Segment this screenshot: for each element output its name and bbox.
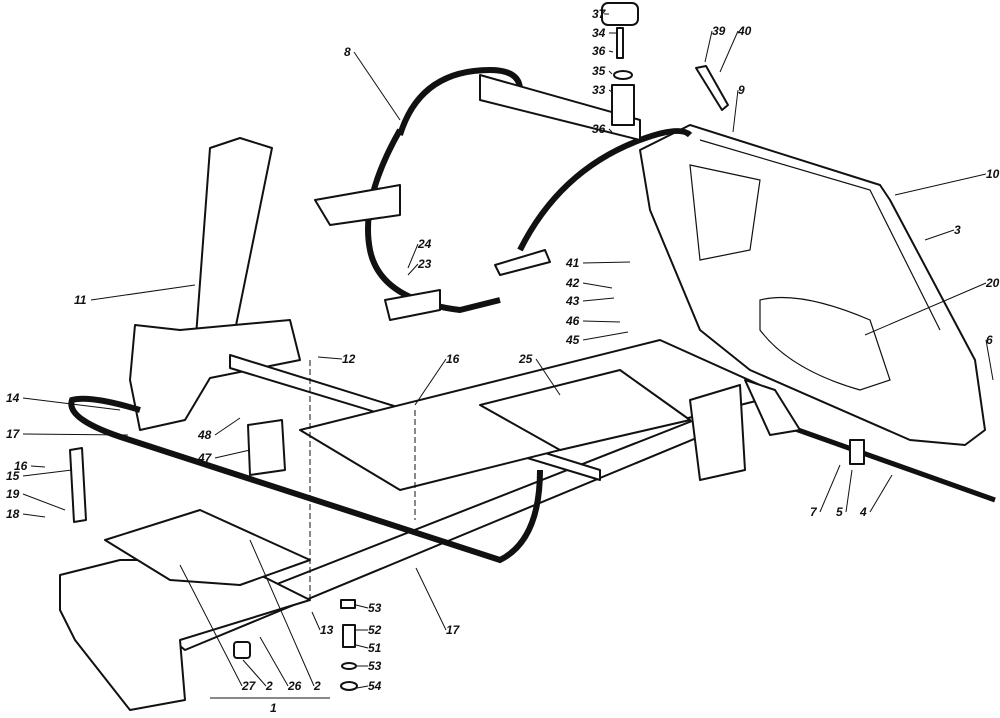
leader-line [407,263,419,276]
leader-line [214,449,251,459]
callout-11: 11 [74,293,87,307]
leader-line [894,173,987,196]
callout-48: 48 [198,428,212,442]
leader-line [582,331,629,341]
callout-17: 17 [6,427,20,441]
callout-41: 41 [566,256,580,270]
leader-line [608,128,613,133]
callout-8: 8 [344,45,351,59]
leader-line [259,636,289,687]
leader-line [869,474,893,513]
callout-5: 5 [836,505,843,519]
callout-24: 24 [418,237,432,251]
callout-51: 51 [368,641,382,655]
leader-line [582,297,615,302]
leader-line [22,397,121,411]
seat-frame-tube [397,66,523,136]
callout-53: 53 [368,601,382,615]
callout-16: 16 [446,352,460,366]
callout-33: 33 [592,83,606,97]
callout-53: 53 [368,659,382,673]
leader-line [22,433,129,436]
leader-line [355,604,369,609]
callout-36: 36 [592,122,606,136]
callout-2: 2 [314,679,321,693]
leader-line [414,358,447,406]
callout-18: 18 [6,507,20,521]
callout-20: 20 [986,276,1000,290]
callout-19: 19 [6,487,20,501]
callout-6: 6 [986,333,993,347]
callout-7: 7 [810,505,817,519]
leader-line [242,659,267,687]
leader-line [407,243,419,269]
rod [769,417,996,503]
leader-line [353,51,401,121]
leader-line [214,417,241,436]
leader-line [535,358,561,396]
callout-26: 26 [288,679,302,693]
callout-10: 10 [986,167,1000,181]
leader-line [924,229,955,241]
leader-line [864,282,987,336]
leader-line [22,469,73,477]
leader-line [415,567,447,631]
leader-line [719,30,739,73]
callout-39: 39 [712,24,726,38]
callout-27: 27 [242,679,256,693]
leader-line [704,30,713,63]
callout-23: 23 [418,257,432,271]
leader-line [356,685,369,689]
callout-40: 40 [738,24,752,38]
leader-line [985,339,994,381]
leader-line [249,539,315,687]
callout-52: 52 [368,623,382,637]
callout-9: 9 [738,83,745,97]
callout-15: 15 [6,469,20,483]
callout-34: 34 [592,26,606,40]
callout-43: 43 [566,294,580,308]
leader-line [732,89,739,133]
callout-17: 17 [446,623,460,637]
leader-line [30,465,46,468]
callout-1: 1 [270,701,277,715]
leader-line [582,261,631,264]
callout-4: 4 [860,505,867,519]
leader-line [355,644,369,649]
callout-47: 47 [198,451,212,465]
leader-line [22,513,46,518]
leader-line [845,469,853,513]
leader-line [582,320,621,323]
callout-54: 54 [368,679,382,693]
callout-46: 46 [566,314,580,328]
leader-line [311,611,321,631]
front-bumper [68,395,543,564]
callout-14: 14 [6,391,20,405]
rear-body-panel [639,124,986,446]
leader-line [608,70,613,75]
callout-2: 2 [266,679,273,693]
leader-line [90,284,196,301]
callout-16: 16 [14,459,28,473]
callout-13: 13 [320,623,334,637]
leader-line [582,282,613,289]
callout-36: 36 [592,44,606,58]
seat-post [194,137,273,356]
leader-line [608,50,614,53]
callout-45: 45 [566,333,580,347]
callout-37: 37 [592,7,606,21]
leader-line [179,564,243,687]
callout-12: 12 [342,352,356,366]
leader-line [22,493,66,511]
callout-3: 3 [954,223,961,237]
callout-35: 35 [592,64,606,78]
leader-line [819,464,841,513]
leader-line [317,356,343,360]
callout-25: 25 [519,352,533,366]
leader-line [608,89,613,93]
callout-42: 42 [566,276,580,290]
